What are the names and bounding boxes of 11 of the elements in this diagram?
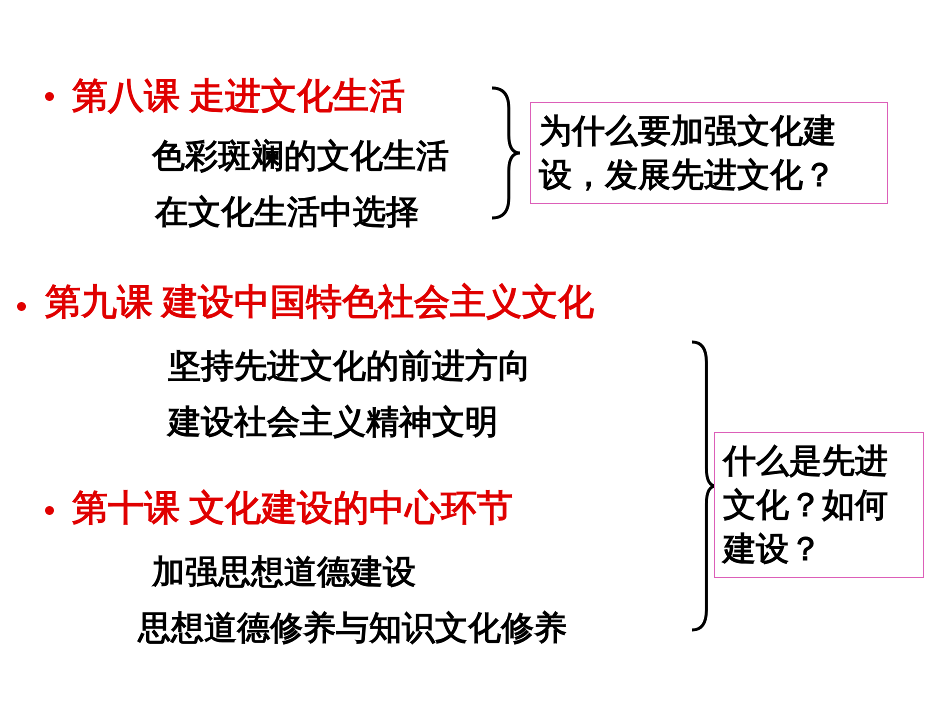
topic-text: 色彩斑斓的文化生活	[152, 136, 449, 176]
topic-text: 加强思想道德建设	[152, 552, 416, 592]
lesson-heading: 第九课 建设中国特色社会主义文化	[45, 282, 594, 322]
topic-text: 思想道德修养与知识文化修养	[138, 608, 567, 648]
topic-text: 坚持先进文化的前进方向	[168, 346, 531, 386]
topic-text: 建设社会主义精神文明	[168, 402, 498, 442]
question-box: 为什么要加强文化建设，发展先进文化？	[530, 102, 888, 204]
question-box: 什么是先进文化？如何建设？	[714, 432, 924, 578]
lesson-heading: 第十课 文化建设的中心环节	[72, 488, 513, 528]
lesson-heading: 第八课 走进文化生活	[72, 76, 405, 116]
topic-text: 在文化生活中选择	[155, 192, 419, 232]
